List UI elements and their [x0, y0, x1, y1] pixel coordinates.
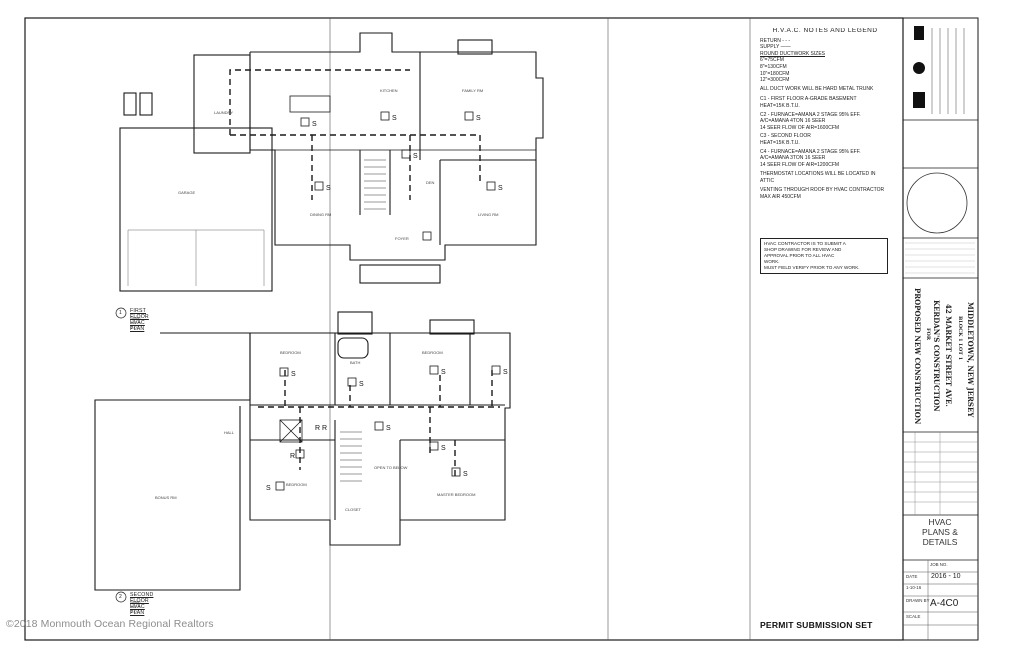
room-label: BEDROOM: [422, 350, 443, 355]
note-line: MAX AIR 450CFM: [760, 194, 801, 201]
project-line-5: BLOCK 1 LOT 1: [957, 316, 963, 361]
project-title-block: PROPOSED NEW CONSTRUCTION FOR KERDAN'S C…: [905, 280, 985, 430]
svg-text:S: S: [498, 185, 503, 192]
svg-text:S: S: [359, 381, 364, 388]
svg-text:S: S: [441, 445, 446, 452]
project-line-6: MIDDLETOWN, NEW JERSEY: [966, 302, 975, 418]
job-no-label: JOB NO.: [930, 562, 948, 567]
note-line: A/C=AMANA 4TON 16 SEER: [760, 118, 826, 125]
note-line: A/C=AMANA 3TON 16 SEER: [760, 155, 826, 162]
note-line: 8"=130CFM: [760, 63, 787, 70]
room-label: OPEN TO BELOW: [374, 465, 408, 470]
room-label: FAMILY RM: [462, 88, 484, 93]
note-line: ATTIC: [760, 177, 775, 184]
note-line: 14 SEER FLOW OF AIR=1200CFM: [760, 161, 840, 168]
permit-submission-label: PERMIT SUBMISSION SET: [760, 620, 873, 630]
note-line: HEAT=15K B.T.U.: [760, 139, 800, 146]
svg-text:S: S: [312, 121, 317, 128]
first-plan-title: FIRST FLOOR HVAC PLAN: [130, 308, 149, 332]
room-label: GARAGE: [178, 190, 196, 195]
room-label: BONUS RM: [155, 495, 177, 500]
scale-label: SCALE: [906, 614, 921, 619]
svg-text:S: S: [463, 471, 468, 478]
svg-text:S: S: [386, 425, 391, 432]
sheet-title-line: PLANS &: [922, 527, 958, 537]
sheet-title: HVAC PLANS & DETAILS: [905, 517, 975, 547]
room-label: BEDROOM: [280, 350, 301, 355]
project-line-2: FOR: [925, 328, 931, 341]
note-line: THERMOSTAT LOCATIONS WILL BE LOCATED IN: [760, 171, 876, 178]
hvac-notes-legend: H.V.A.C. NOTES AND LEGEND RETURN - - - S…: [760, 28, 890, 201]
room-label: DINING RM: [310, 212, 332, 217]
note-line: C1 - FIRST FLOOR A-GRADE BASEMENT: [760, 96, 857, 103]
svg-text:R: R: [290, 453, 295, 460]
room-label: BATH: [350, 360, 361, 365]
svg-text:S: S: [476, 115, 481, 122]
warning-line: MUST FIELD VERIFY PRIOR TO ANY WORK.: [764, 265, 860, 270]
note-line: 10"=180CFM: [760, 70, 790, 77]
warning-line: HVAC CONTRACTOR IS TO SUBMIT A: [764, 241, 846, 246]
sheet-title-line: HVAC: [928, 517, 952, 527]
note-line: HEAT=15K B.T.U.: [760, 102, 800, 109]
svg-text:S: S: [413, 153, 418, 160]
svg-text:R: R: [322, 425, 327, 432]
note-line: VENTING THROUGH ROOF BY HVAC CONTRACTOR: [760, 187, 885, 194]
note-line: 6"=75CFM: [760, 57, 784, 64]
note-line: C3 - SECOND FLOOR: [760, 133, 811, 140]
note-line: RETURN - - -: [760, 37, 790, 44]
room-label: HALL: [224, 430, 235, 435]
note-line: 14 SEER FLOW OF AIR=1600CFM: [760, 124, 840, 131]
second-plan-scale: Scale: 1/4" = 1'-0": [130, 599, 142, 614]
room-label: CLOSET: [345, 507, 362, 512]
second-plan-title: SECOND FLOOR HVAC PLAN: [130, 592, 154, 616]
project-line-1: PROPOSED NEW CONSTRUCTION: [913, 288, 922, 425]
date-label: DATE: [906, 574, 918, 579]
room-label: LAUNDRY: [214, 110, 234, 115]
note-line: SUPPLY ——: [760, 44, 791, 51]
sheet-number: A-4C0: [930, 598, 959, 609]
svg-text:S: S: [326, 185, 331, 192]
svg-text:S: S: [266, 485, 271, 492]
note-line: ALL DUCT WORK WILL BE HARD METAL TRUNK: [760, 85, 874, 92]
note-line: ROUND DUCTWORK SIZES: [760, 50, 825, 57]
warning-line: WORK.: [764, 259, 780, 264]
first-plan-scale: Scale: 1/4" = 1'-0": [130, 315, 142, 330]
svg-text:S: S: [441, 369, 446, 376]
job-no-value: 2016 - 10: [931, 573, 961, 580]
hvac-notes-title: H.V.A.C. NOTES AND LEGEND: [772, 28, 878, 34]
svg-text:R: R: [315, 425, 320, 432]
svg-text:S: S: [503, 369, 508, 376]
room-label: KITCHEN: [380, 88, 398, 93]
mls-watermark: ©2018 Monmouth Ocean Regional Realtors: [6, 618, 214, 630]
room-label: BEDROOM: [286, 482, 307, 487]
second-plan-number: 2: [119, 594, 122, 600]
sheet-title-line: DETAILS: [922, 537, 958, 547]
first-plan-number: 1: [119, 310, 122, 316]
project-line-3: KERDAN'S CONSTRUCTION: [932, 300, 941, 412]
room-label: LIVING RM: [478, 212, 499, 217]
note-line: C2 - FURNACE=AMANA 2 STAGE 95% EFF.: [760, 111, 861, 118]
note-line: 12"=300CFM: [760, 77, 790, 84]
note-line: C4 - FURNACE=AMANA 2 STAGE 95% EFF.: [760, 148, 861, 155]
svg-text:S: S: [291, 371, 296, 378]
room-label: FOYER: [395, 236, 409, 241]
contractor-warning-box: HVAC CONTRACTOR IS TO SUBMIT A SHOP DRAW…: [760, 238, 888, 274]
room-label: DEN: [426, 180, 435, 185]
room-label: MASTER BEDROOM: [437, 492, 476, 497]
warning-line: SHOP DRAWING FOR REVIEW AND: [764, 247, 842, 252]
warning-line: APPROVAL PRIOR TO ALL HVAC: [764, 253, 835, 258]
project-line-4: 42 MARKET STREET AVE.: [944, 304, 953, 407]
drawn-by-label: DRAWN BY: [906, 598, 930, 603]
date-value: 1-10-16: [906, 585, 922, 590]
svg-text:S: S: [392, 115, 397, 122]
